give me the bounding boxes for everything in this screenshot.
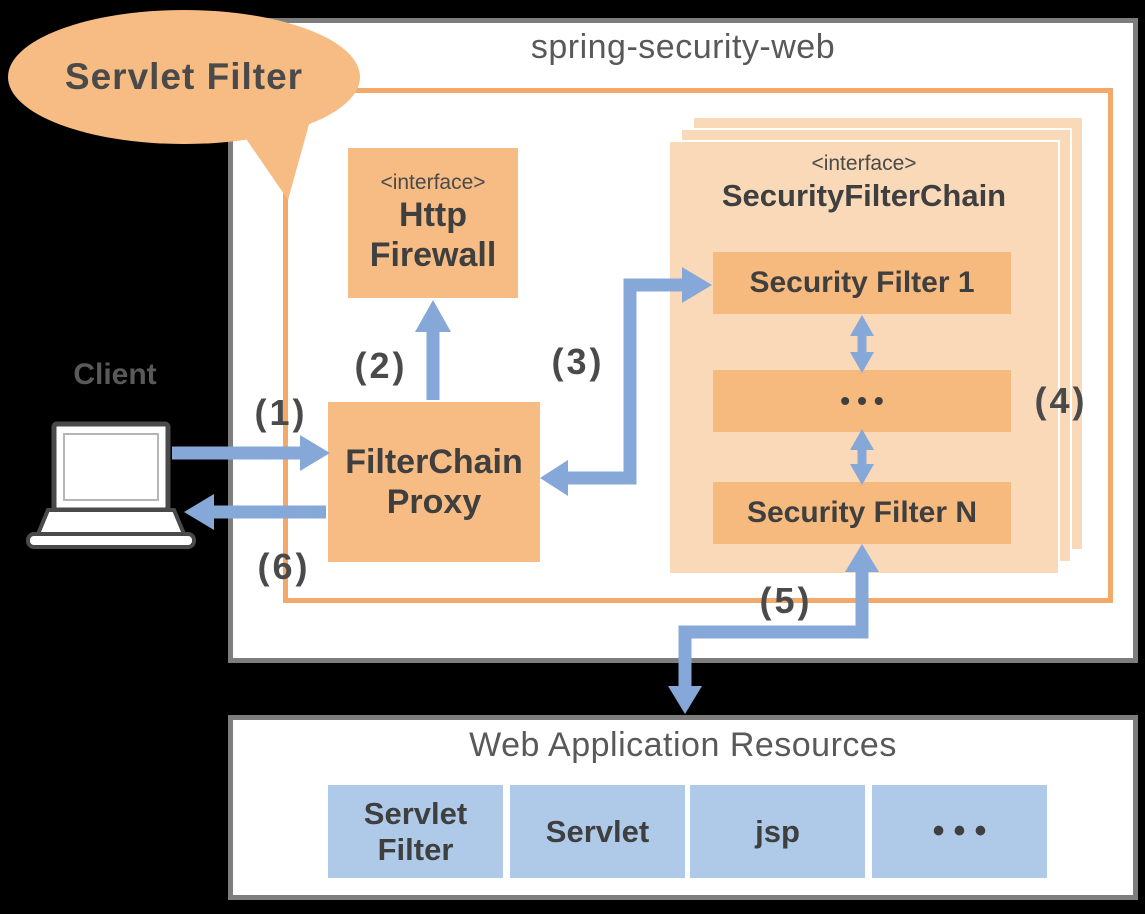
http-firewall-name-line1: Http — [399, 195, 467, 234]
security-filter-ellipsis-box: ••• — [713, 370, 1011, 432]
arrow-step5-head-down — [668, 686, 702, 714]
flow-label-4: (4) — [1034, 380, 1088, 421]
security-filter-ellipsis-label: ••• — [840, 385, 891, 416]
flow-label-5: (5) — [759, 580, 813, 621]
spring-security-web-title: spring-security-web — [530, 28, 836, 66]
flow-label-2: (2) — [354, 345, 408, 386]
filter-chain-proxy-name-line1: FilterChain — [345, 442, 523, 481]
servlet-box: Servlet — [510, 785, 685, 878]
speech-bubble: Servlet Filter — [8, 10, 360, 144]
security-filter-1-label: Security Filter 1 — [749, 266, 975, 299]
flow-label-1: (1) — [254, 392, 308, 433]
laptop-icon — [26, 421, 196, 549]
jsp-box: jsp — [690, 785, 865, 878]
filter-chain-proxy-name-line2: Proxy — [386, 483, 482, 521]
arrow-step6-head — [184, 494, 214, 530]
filter-chain-proxy-box: FilterChain Proxy — [328, 402, 540, 562]
servlet-filter-label: Servlet Filter — [363, 795, 468, 867]
security-filter-chain-title: SecurityFilterChain — [721, 178, 1007, 213]
security-filter-chain-stereotype: <interface> — [811, 152, 917, 175]
resources-ellipsis-label: ••• — [932, 811, 996, 850]
web-application-resources-title: Web Application Resources — [469, 726, 897, 764]
laptop-screen — [51, 421, 171, 513]
flow-label-3: (3) — [551, 341, 605, 382]
servlet-label: Servlet — [545, 813, 650, 849]
laptop-base — [26, 532, 196, 549]
laptop-screen-inner — [63, 433, 159, 501]
jsp-label: jsp — [755, 813, 800, 849]
laptop-keyboard — [35, 508, 187, 536]
security-filter-1-box: Security Filter 1 — [713, 252, 1011, 314]
resources-ellipsis-box: ••• — [872, 785, 1047, 878]
http-firewall-box: <interface> Http Firewall — [348, 148, 518, 298]
http-firewall-stereotype: <interface> — [380, 170, 486, 194]
speech-bubble-label: Servlet Filter — [64, 56, 304, 97]
client-label: Client — [73, 358, 157, 391]
security-filter-n-box: Security Filter N — [713, 482, 1011, 544]
flow-label-6: (6) — [257, 546, 311, 587]
http-firewall-name-line2: Firewall — [369, 236, 497, 274]
security-filter-n-label: Security Filter N — [746, 496, 978, 529]
servlet-filter-box: Servlet Filter — [328, 785, 503, 878]
